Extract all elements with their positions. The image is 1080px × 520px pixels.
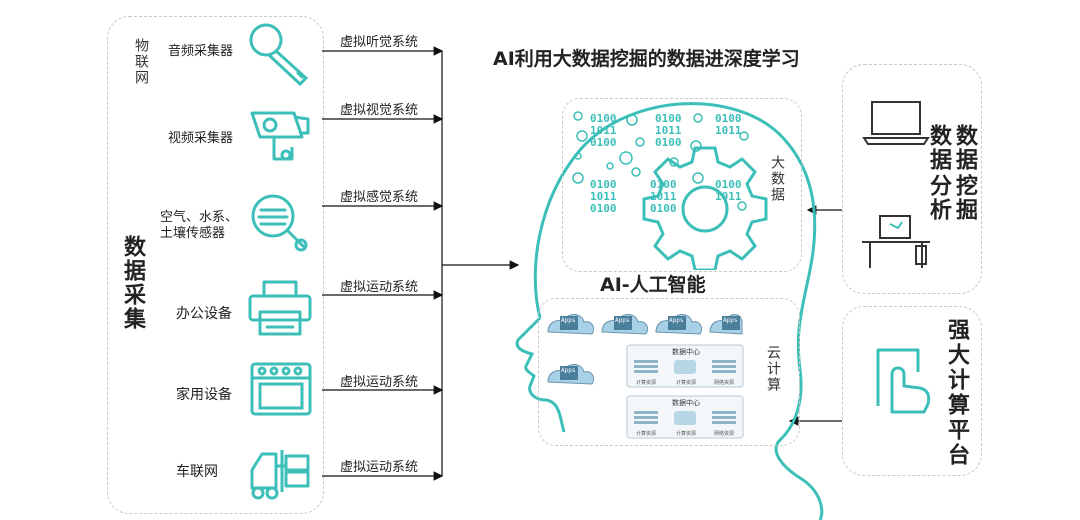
data-collection-box xyxy=(107,16,324,514)
cloud-badge: Apps xyxy=(723,317,738,324)
datacenter-panels: 数据中心 数据中心 计算资源 计算资源 网络资源 计算资源 计算资源 网络资源 xyxy=(626,344,744,439)
system-label-motion-office: 虚拟运动系统 xyxy=(340,280,419,295)
data-mining-label-1: 数据 xyxy=(952,124,977,172)
oven-icon xyxy=(250,362,312,416)
system-label-motion-home: 虚拟运动系统 xyxy=(340,375,419,390)
data-mining-label-2: 挖掘 xyxy=(952,174,977,222)
big-data-region xyxy=(562,98,802,272)
magnifier-sensor-icon xyxy=(251,194,308,252)
datacenter-item: 计算资源 xyxy=(676,430,696,437)
datacenter-item: 网络资源 xyxy=(714,430,734,437)
binary-data-pattern: 0100 1011 0100 0100 1011 0100 0100 1011 … xyxy=(572,111,749,215)
datacenter-title: 数据中心 xyxy=(672,398,700,407)
device-label-vehicle: 车联网 xyxy=(176,464,218,480)
device-label-sensor-2: 土壤传感器 xyxy=(160,226,226,241)
computing-platform-box xyxy=(842,306,982,476)
device-label-home: 家用设备 xyxy=(176,387,232,403)
system-label-hearing: 虚拟听觉系统 xyxy=(340,35,419,50)
datacenter-item: 网络资源 xyxy=(714,379,734,386)
datacenter-title: 数据中心 xyxy=(672,347,700,356)
datacenter-item: 计算资源 xyxy=(636,430,656,437)
data-mining-box xyxy=(842,64,982,294)
binary-line: 0100 xyxy=(590,136,617,149)
data-collection-label: 数据采集 xyxy=(120,235,145,331)
binary-line: 1011 xyxy=(715,124,742,137)
binary-line: 1011 xyxy=(650,190,677,203)
camera-icon xyxy=(250,111,310,161)
cloud-computing-region xyxy=(538,298,800,446)
binary-line: 0100 xyxy=(715,178,742,191)
gear-icon xyxy=(642,146,768,270)
datacenter-item: 计算资源 xyxy=(676,379,696,386)
diagram-title: AI利用大数据挖掘的数据进深度学习 xyxy=(493,48,800,70)
device-label-video: 视频采集器 xyxy=(168,131,234,146)
binary-line: 1011 xyxy=(590,124,617,137)
binary-line: 0100 xyxy=(590,112,617,125)
binary-line: 1011 xyxy=(655,124,682,137)
binary-line: 0100 xyxy=(655,112,682,125)
binary-line: 0100 xyxy=(715,112,742,125)
binary-line: 0100 xyxy=(650,178,677,191)
binary-line: 1011 xyxy=(590,190,617,203)
binary-line: 0100 xyxy=(650,202,677,215)
microphone-icon xyxy=(249,23,309,87)
binary-line: 0100 xyxy=(590,178,617,191)
forklift-icon xyxy=(250,450,310,500)
cloud-badge: Apps xyxy=(669,317,684,324)
system-label-vision: 虚拟视觉系统 xyxy=(340,103,419,118)
binary-line: 0100 xyxy=(655,136,682,149)
binary-line: 1011 xyxy=(715,190,742,203)
system-label-motion-vehicle: 虚拟运动系统 xyxy=(340,460,419,475)
cloud-apps-group: Apps Apps Apps Apps Apps xyxy=(547,314,743,385)
printer-icon xyxy=(248,280,312,336)
computing-platform-label: 强大计算平台 xyxy=(944,318,969,468)
big-data-label: 大数据 xyxy=(769,155,785,203)
laptop-icon xyxy=(862,101,930,145)
cloud-badge: Apps xyxy=(561,367,576,374)
device-label-sensor-1: 空气、水系、 xyxy=(160,210,239,225)
device-label-audio: 音频采集器 xyxy=(168,44,234,59)
head-silhouette xyxy=(515,102,824,520)
touch-finger-icon xyxy=(876,348,931,414)
cloud-computing-label: 云计算 xyxy=(765,345,781,393)
desktop-computer-icon xyxy=(862,215,930,268)
ai-label: AI-人工智能 xyxy=(600,274,706,296)
cloud-badge: Apps xyxy=(561,317,576,324)
device-label-office: 办公设备 xyxy=(176,306,232,322)
data-analysis-label-2: 分析 xyxy=(926,174,951,222)
binary-line: 0100 xyxy=(590,202,617,215)
datacenter-item: 计算资源 xyxy=(636,379,656,386)
cloud-badge: Apps xyxy=(615,317,630,324)
system-label-sensation: 虚拟感觉系统 xyxy=(340,190,419,205)
data-analysis-label-1: 数据 xyxy=(926,124,951,172)
iot-label: 物联网 xyxy=(133,38,149,86)
